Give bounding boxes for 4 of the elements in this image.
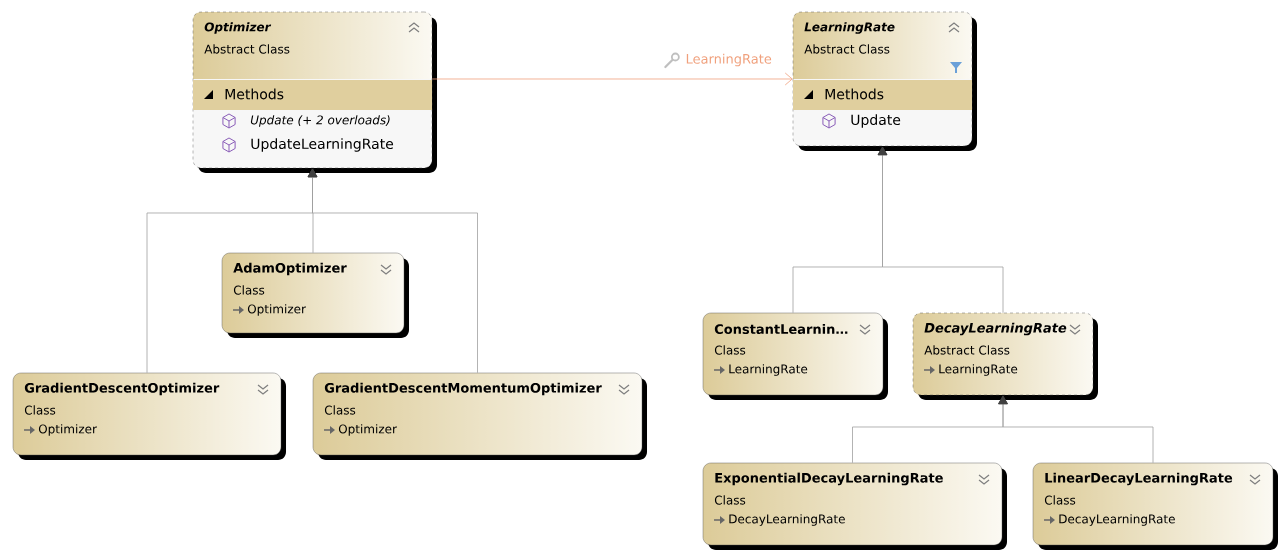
connector-arrow (431, 72, 793, 86)
edge-label: LearningRate (684, 52, 773, 68)
connector-arrow (998, 395, 1154, 464)
connector-arrow (877, 146, 1004, 314)
